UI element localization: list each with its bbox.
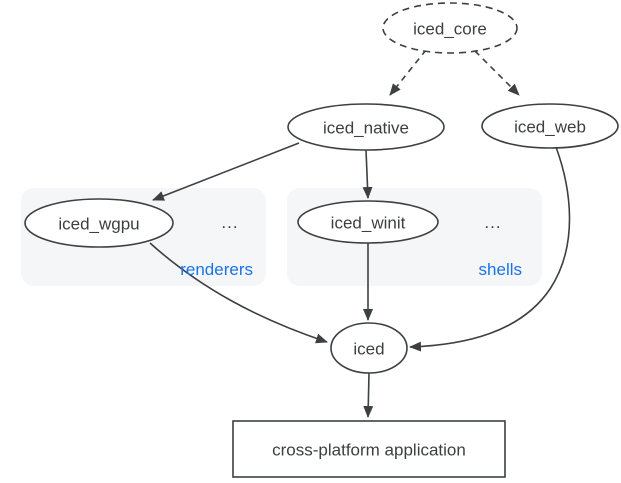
group-shells-label: shells (479, 260, 522, 279)
node-iced-label: iced (353, 340, 384, 359)
group-renderers-label: renderers (180, 260, 253, 279)
node-cross-platform-app-label: cross-platform application (272, 441, 466, 460)
group-renderers-ellipsis: ... (221, 213, 238, 232)
edge-iced-web-to-iced (409, 146, 571, 352)
edge-iced-native-to-iced-winit (362, 149, 373, 199)
node-iced-core-shape (382, 2, 518, 54)
edge-iced-wgpu-to-iced (149, 242, 328, 344)
edge-iced-to-cross-platform-app (363, 372, 374, 418)
node-iced-web-shape (481, 103, 619, 149)
edge-iced-native-to-iced-wgpu (152, 142, 300, 201)
node-iced-wgpu-label: iced_wgpu (58, 215, 139, 234)
node-iced-wgpu-shape (24, 198, 174, 248)
edge-iced-core-to-iced-native (389, 49, 427, 96)
group-shells-ellipsis: ... (484, 213, 501, 232)
node-iced-native-shape (287, 103, 445, 151)
node-iced-core-label: iced_core (413, 20, 487, 39)
node-cross-platform-app-shape (232, 420, 506, 478)
edge-iced-core-to-iced-web (474, 50, 520, 96)
node-iced-shape (330, 322, 408, 374)
node-iced-winit-shape (297, 200, 439, 244)
node-iced-native-label: iced_native (323, 119, 409, 138)
node-iced-web-label: iced_web (514, 118, 586, 137)
node-iced-winit-label: iced_winit (331, 214, 406, 233)
